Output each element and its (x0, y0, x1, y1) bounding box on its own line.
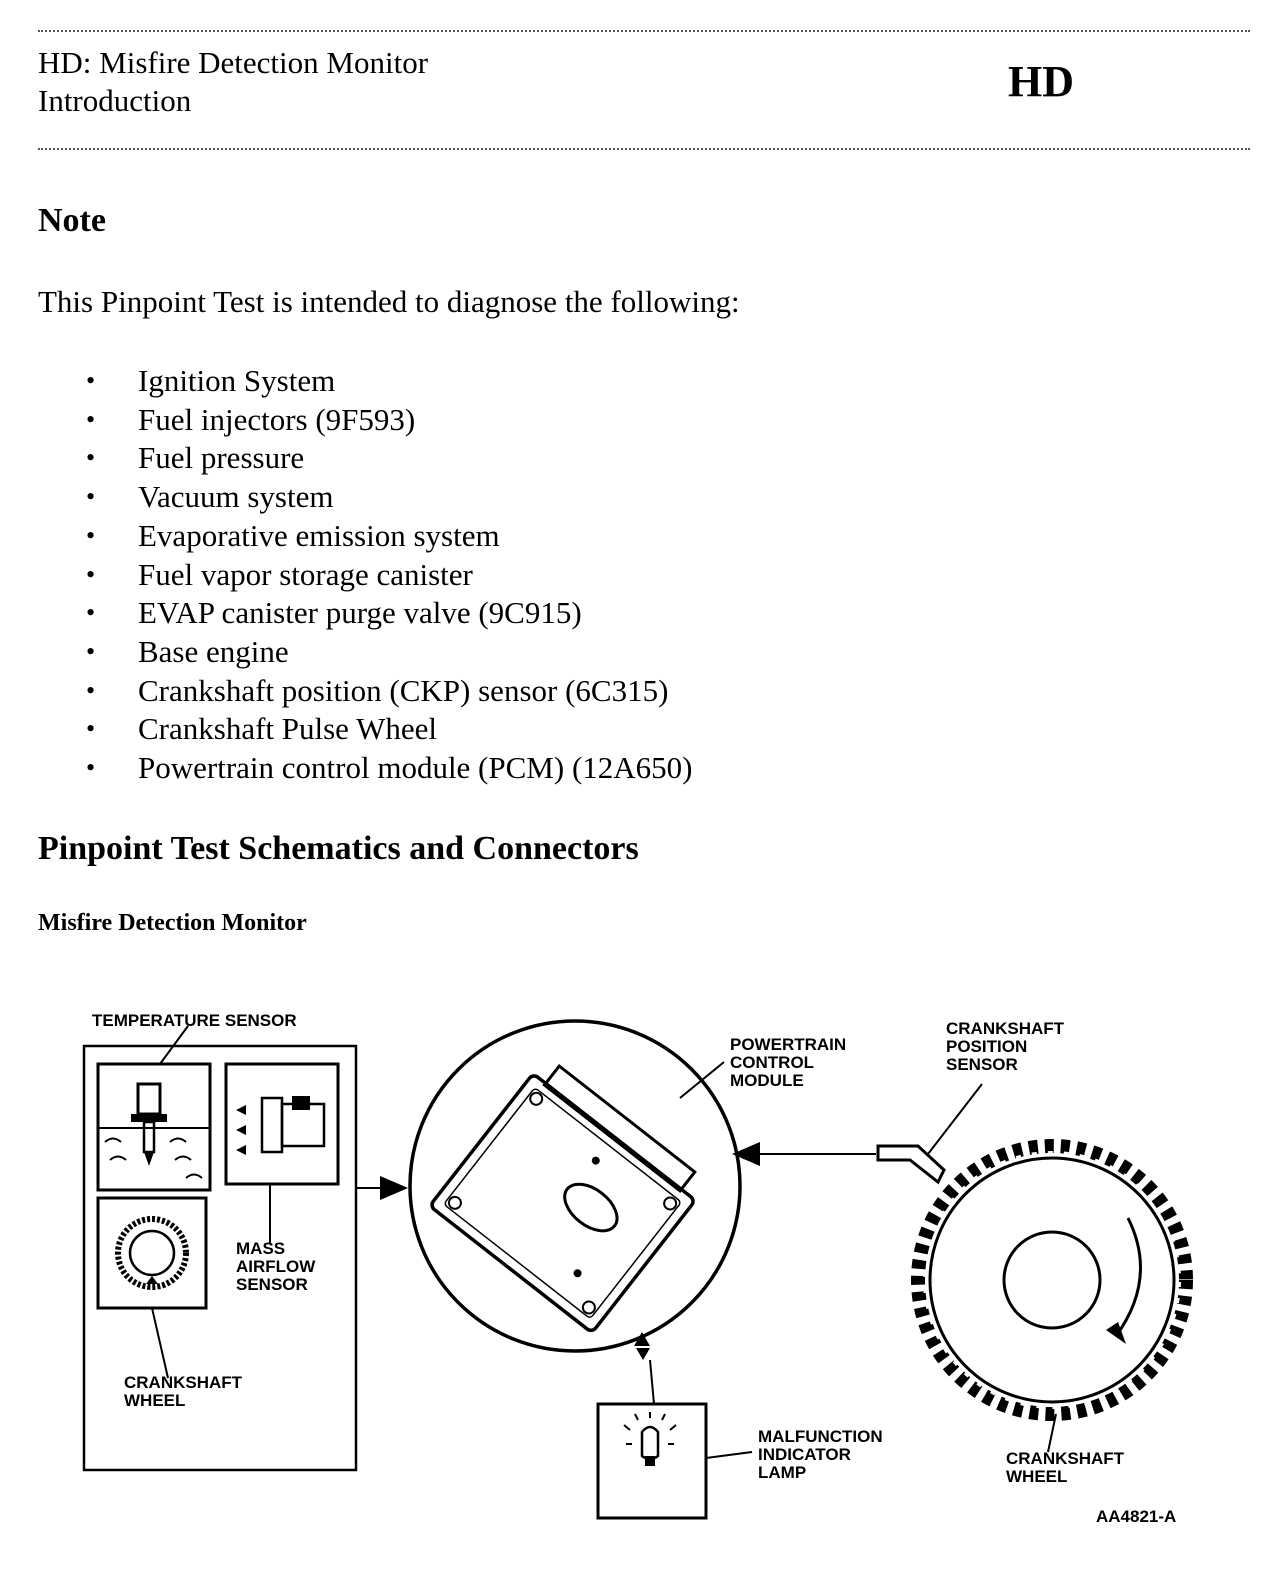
pcm-label-2: CONTROL (730, 1053, 814, 1072)
misfire-schematic-diagram: TEMPERATURE SENSOR MASS AIRFLOW SENSOR C… (82, 1011, 1193, 1526)
list-item: Powertrain control module (PCM) (12A650) (86, 749, 692, 788)
figure-code: AA4821-A (1096, 1507, 1176, 1526)
temperature-sensor-icon (96, 1062, 212, 1192)
crankshaft-pulse-wheel-icon (911, 1139, 1193, 1421)
page-title: HD: Misfire Detection Monitor Introducti… (38, 44, 428, 120)
title-line-2: Introduction (38, 83, 192, 118)
mass-airflow-label-1: MASS (236, 1239, 285, 1258)
list-item: Fuel injectors (9F593) (86, 401, 692, 440)
mil-label-1: MALFUNCTION (758, 1427, 883, 1446)
list-item: Evaporative emission system (86, 517, 692, 556)
section-code: HD (1008, 57, 1074, 106)
mil-label-3: LAMP (758, 1463, 806, 1482)
pcm-module-icon (408, 1019, 742, 1353)
crankshaft-wheel-icon (96, 1196, 208, 1310)
list-item: Base engine (86, 633, 692, 672)
list-item: EVAP canister purge valve (9C915) (86, 594, 692, 633)
crankshaft-wheel-left-label-1: CRANKSHAFT (124, 1373, 243, 1392)
pcm-label-1: POWERTRAIN (730, 1035, 846, 1054)
crankshaft-wheel-right-label-1: CRANKSHAFT (1006, 1449, 1125, 1468)
sensor-panel (82, 1044, 358, 1472)
header-rule-top (38, 30, 1250, 32)
mass-airflow-sensor-icon (224, 1062, 340, 1186)
crankshaft-wheel-left-label-2: WHEEL (124, 1391, 185, 1410)
list-item: Fuel pressure (86, 439, 692, 478)
list-item: Vacuum system (86, 478, 692, 517)
diagnose-list: Ignition System Fuel injectors (9F593) F… (86, 362, 692, 788)
list-item: Fuel vapor storage canister (86, 556, 692, 595)
mass-airflow-label-3: SENSOR (236, 1275, 308, 1294)
schematics-heading: Pinpoint Test Schematics and Connectors (38, 830, 639, 867)
schematics-subheading: Misfire Detection Monitor (38, 910, 307, 936)
mass-airflow-label-2: AIRFLOW (236, 1257, 316, 1276)
mil-label-2: INDICATOR (758, 1445, 851, 1464)
ckp-label-3: SENSOR (946, 1055, 1018, 1074)
list-item: Crankshaft Pulse Wheel (86, 710, 692, 749)
list-item: Crankshaft position (CKP) sensor (6C315) (86, 672, 692, 711)
lamp-icon (596, 1402, 708, 1520)
temperature-sensor-label: TEMPERATURE SENSOR (92, 1011, 297, 1030)
note-heading: Note (38, 202, 106, 239)
note-intro: This Pinpoint Test is intended to diagno… (38, 284, 740, 319)
list-item: Ignition System (86, 362, 692, 401)
pcm-label-3: MODULE (730, 1071, 804, 1090)
header-rule-bottom (38, 148, 1250, 150)
crankshaft-wheel-right-label-2: WHEEL (1006, 1467, 1067, 1486)
ckp-label-1: CRANKSHAFT (946, 1019, 1065, 1038)
ckp-label-2: POSITION (946, 1037, 1027, 1056)
ckp-sensor-icon (876, 1144, 946, 1185)
title-line-1: HD: Misfire Detection Monitor (38, 45, 429, 80)
